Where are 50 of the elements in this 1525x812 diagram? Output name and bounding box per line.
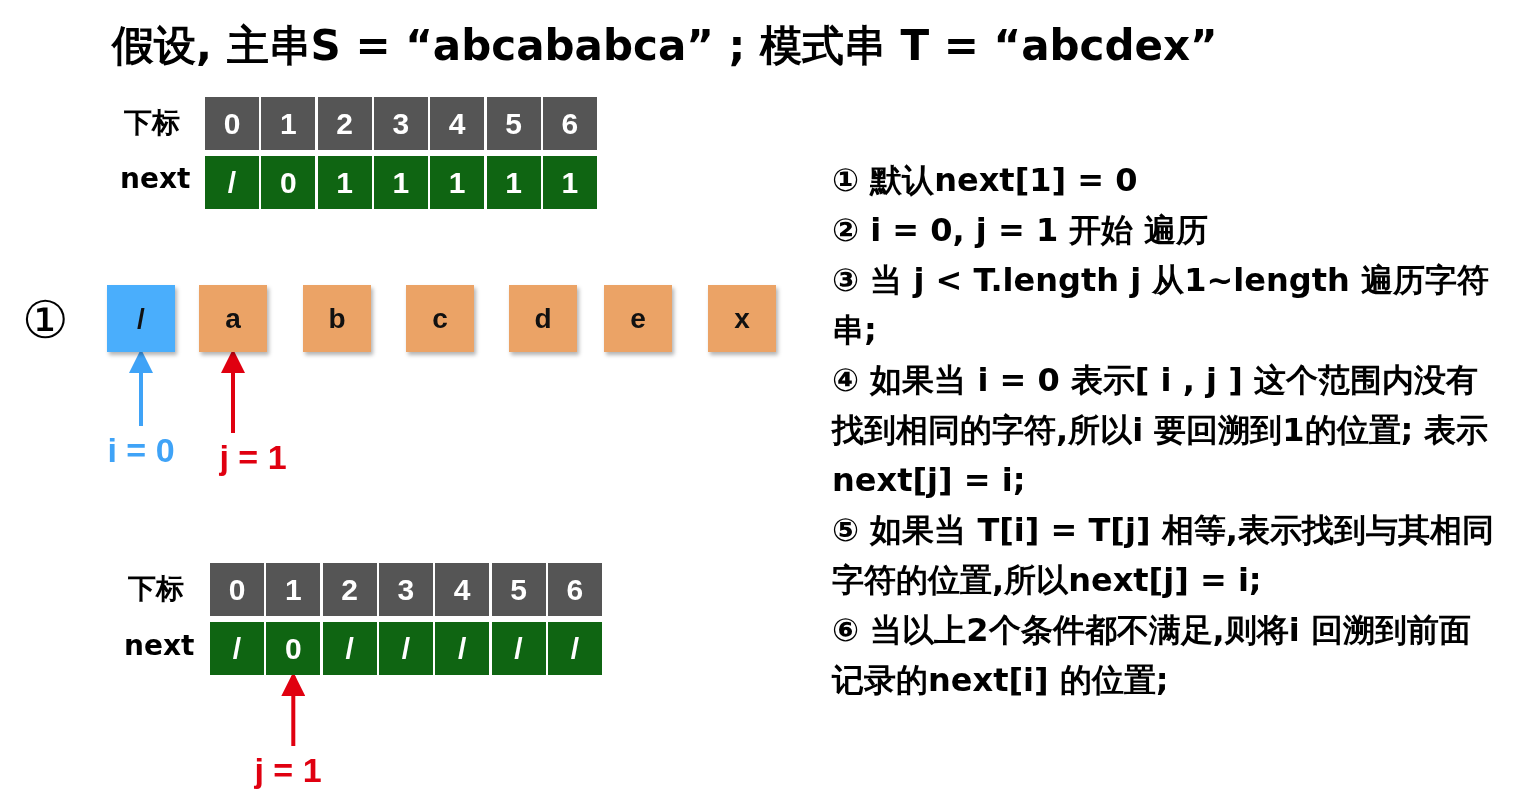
pointer-label: j = 1 bbox=[243, 748, 333, 792]
next-cell: 0 bbox=[266, 622, 321, 675]
index-cell: 4 bbox=[430, 97, 485, 150]
char-box: / bbox=[107, 285, 175, 352]
next-cell: / bbox=[378, 622, 433, 675]
row-label: next bbox=[124, 629, 195, 662]
next-cell: / bbox=[435, 622, 490, 675]
next-cell: / bbox=[205, 156, 259, 209]
index-cell: 3 bbox=[373, 97, 428, 150]
char-box: x bbox=[708, 285, 776, 352]
index-cell: 2 bbox=[317, 97, 372, 150]
char-box: d bbox=[509, 285, 577, 352]
next-cell: / bbox=[322, 622, 377, 675]
next-cell: 1 bbox=[373, 156, 428, 209]
char-box: e bbox=[604, 285, 672, 352]
next-cell: / bbox=[491, 622, 546, 675]
step-text: ⑥ 当以上2个条件都不满足,则将i 回溯到前面记录的next[i] 的位置; bbox=[832, 610, 1472, 701]
row-label: 下标 bbox=[128, 571, 184, 607]
step-text: ③ 当 j < T.length j 从1~length 遍历字符串; bbox=[832, 260, 1490, 351]
row-label: next bbox=[120, 162, 191, 195]
next-cell: / bbox=[210, 622, 264, 675]
index-cell: 5 bbox=[491, 563, 546, 616]
step-number: ① bbox=[22, 294, 69, 346]
index-cell: 1 bbox=[266, 563, 321, 616]
char-box: a bbox=[199, 285, 267, 352]
step-text: ④ 如果当 i = 0 表示[ i , j ] 这个范围内没有找到相同的字符,所以i 要回溯到1的位置; 表示next[j] = i; bbox=[832, 360, 1490, 501]
next-cell: 1 bbox=[542, 156, 597, 209]
index-cell: 6 bbox=[547, 563, 602, 616]
title: 假设, 主串S = “abcababca” ; 模式串 T = “abcdex” bbox=[112, 20, 1218, 72]
step-text: ① 默认next[1] = 0 bbox=[832, 160, 1139, 201]
pointer-label: i = 0 bbox=[96, 428, 186, 472]
index-cell: 3 bbox=[378, 563, 433, 616]
row-label: 下标 bbox=[124, 105, 180, 141]
char-box: b bbox=[303, 285, 371, 352]
index-cell: 4 bbox=[435, 563, 490, 616]
next-cell: 1 bbox=[317, 156, 372, 209]
index-cell: 0 bbox=[205, 97, 259, 150]
step-text: ② i = 0, j = 1 开始 遍历 bbox=[832, 210, 1210, 251]
index-cell: 1 bbox=[261, 97, 316, 150]
next-cell: 1 bbox=[486, 156, 541, 209]
next-cell: / bbox=[547, 622, 602, 675]
next-cell: 0 bbox=[261, 156, 316, 209]
index-cell: 0 bbox=[210, 563, 264, 616]
char-box: c bbox=[406, 285, 474, 352]
next-cell: 1 bbox=[430, 156, 485, 209]
index-cell: 2 bbox=[322, 563, 377, 616]
index-cell: 5 bbox=[486, 97, 541, 150]
step-text: ⑤ 如果当 T[i] = T[j] 相等,表示找到与其相同字符的位置,所以next[j] = i; bbox=[832, 510, 1495, 601]
index-cell: 6 bbox=[542, 97, 597, 150]
pointer-label: j = 1 bbox=[208, 435, 298, 479]
